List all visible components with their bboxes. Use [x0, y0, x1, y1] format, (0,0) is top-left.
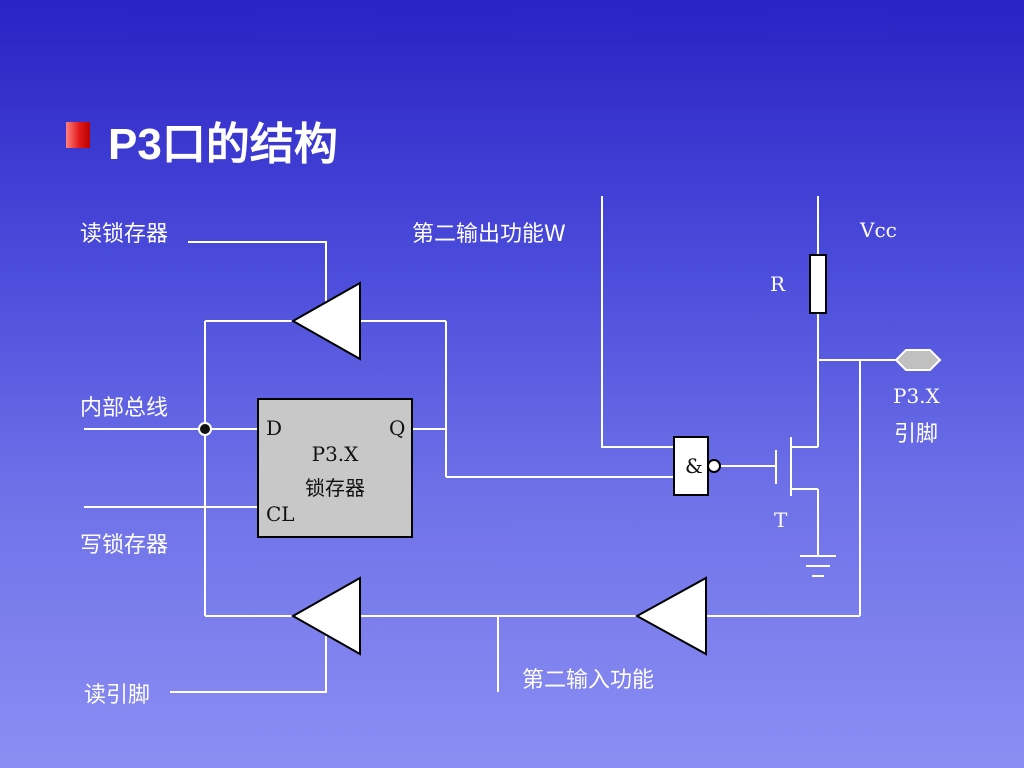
- pin-name-label: P3.X: [893, 384, 940, 408]
- vcc-label: Vcc: [860, 218, 897, 242]
- second-input-label: 第二输入功能: [522, 668, 655, 693]
- read-pin-label: 读引脚: [84, 683, 151, 708]
- latch-cl-label: CL: [266, 502, 295, 526]
- read-latch-wire: [188, 241, 327, 302]
- latch-name-line1: P3.X: [311, 442, 359, 466]
- and-gate-inverter-bubble: [707, 459, 721, 473]
- second-output-wire: [601, 196, 674, 448]
- read-latch-label: 读锁存器: [80, 222, 169, 247]
- slide-title: P3口的结构: [108, 120, 338, 169]
- input-buffer: [634, 576, 707, 656]
- pullup-resistor: [809, 254, 827, 314]
- latch-q-label: Q: [389, 416, 406, 440]
- internal-bus-label: 内部总线: [80, 396, 169, 421]
- resistor-label: R: [770, 272, 786, 296]
- transistor-label: T: [774, 508, 788, 532]
- read-pin-wire: [170, 636, 327, 693]
- pin-suffix-label: 引脚: [894, 422, 939, 447]
- read-pin-buffer: [290, 576, 361, 656]
- latch-d-label: D: [266, 416, 283, 440]
- latch-box: [257, 398, 413, 538]
- pin-connector-icon: [894, 349, 942, 371]
- write-latch-label: 写锁存器: [80, 533, 169, 558]
- and-gate-symbol: &: [685, 454, 703, 478]
- second-output-label: 第二输出功能W: [412, 222, 566, 247]
- latch-name-line2: 锁存器: [305, 476, 365, 500]
- bus-junction-dot: [198, 422, 212, 436]
- read-latch-buffer: [290, 281, 361, 361]
- title-bullet-icon: [66, 122, 90, 148]
